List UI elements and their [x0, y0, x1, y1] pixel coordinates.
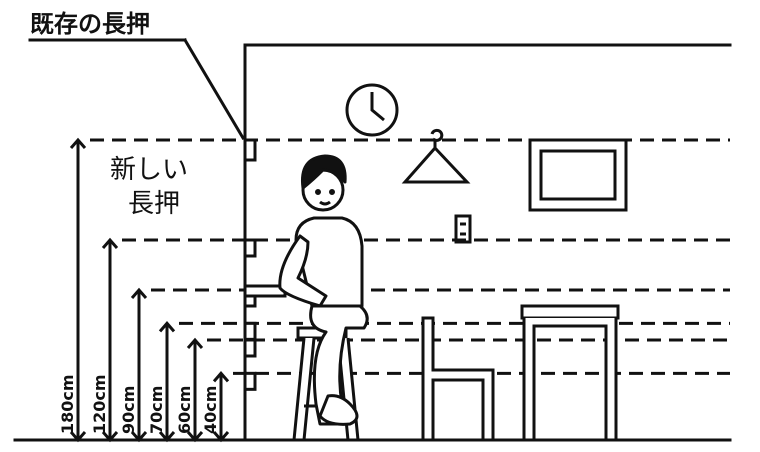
arrow-head-up — [158, 321, 176, 333]
leader-line — [182, 37, 246, 141]
new-nageshi-label-line1: 新しい — [110, 155, 188, 185]
arrow-head-down — [130, 431, 148, 443]
person-illustration — [278, 154, 369, 426]
height-label: 120cm — [90, 374, 109, 434]
chair — [421, 316, 495, 442]
nageshi-block — [243, 371, 257, 391]
height-label: 60cm — [175, 386, 194, 434]
arrow-head-up — [130, 287, 148, 299]
arrow-head-up — [186, 337, 204, 349]
new-nageshi-label-line2: 長押 — [128, 189, 180, 219]
outlet-icon — [454, 214, 472, 244]
title-label: 既存の長押 — [30, 10, 150, 38]
nageshi-block — [243, 338, 257, 358]
height-label: 40cm — [201, 386, 220, 434]
nageshi-block — [243, 238, 257, 258]
height-label: 90cm — [119, 386, 138, 434]
arrow-head-up — [101, 237, 119, 249]
arrow-head-down — [101, 431, 119, 443]
arrow-head-down — [158, 431, 176, 443]
height-dimensions: 180cm 120cm 90cm 70cm 60cm 40cm — [58, 137, 730, 443]
arrow-head-up — [212, 371, 230, 383]
hanger-icon — [401, 128, 471, 184]
arrow-head-down — [186, 431, 204, 443]
arrow-head-up — [69, 137, 87, 149]
desk — [520, 304, 620, 442]
arrow-head-down — [69, 431, 87, 443]
existing-nageshi — [243, 138, 257, 162]
arrow-head-down — [212, 431, 230, 443]
clock-icon — [345, 83, 399, 137]
height-label: 70cm — [147, 386, 166, 434]
picture-frame — [528, 138, 628, 212]
nageshi-block — [243, 321, 257, 341]
height-label: 180cm — [58, 374, 77, 434]
